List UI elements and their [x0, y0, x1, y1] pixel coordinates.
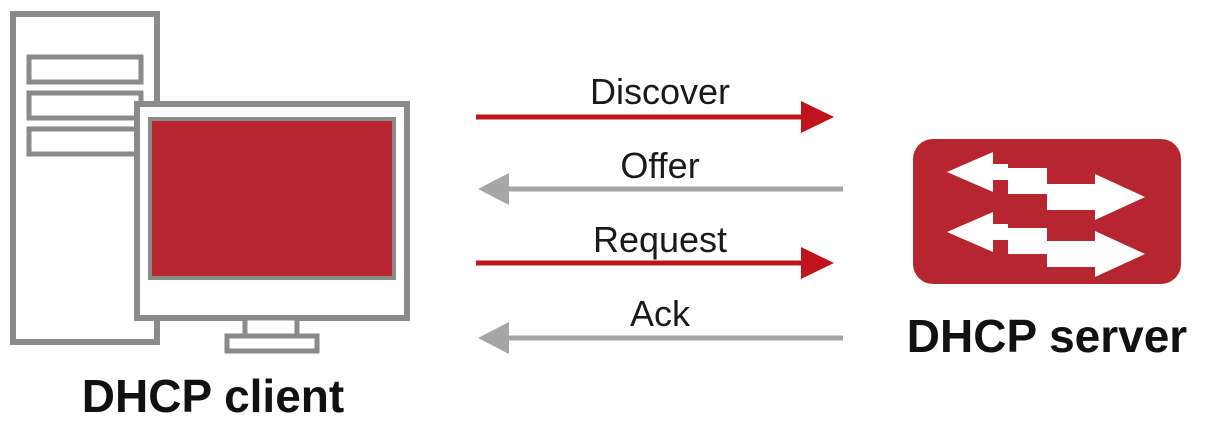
message-label: Request [593, 219, 727, 260]
server-label: DHCP server [907, 310, 1188, 362]
tower-drive-bay-1 [26, 54, 144, 85]
message-arrowhead [478, 322, 509, 354]
switch-bar-bottom [1008, 228, 1047, 254]
message-label: Discover [590, 71, 730, 112]
monitor-base [224, 333, 320, 354]
switch-arrows-icon [913, 139, 1181, 284]
switch-arrow-left-bottom [947, 212, 1008, 252]
message-ack: Ack [478, 293, 843, 354]
switch-arrow-right-bottom [1047, 231, 1145, 277]
client-label: DHCP client [82, 370, 344, 422]
tower-drive-bay-2 [26, 90, 144, 121]
message-arrowhead [801, 101, 834, 133]
message-label: Offer [620, 145, 699, 186]
computer-tower-monitor-icon [10, 11, 410, 354]
switch-bar-top [1008, 168, 1047, 194]
message-label: Ack [630, 293, 691, 334]
message-arrowhead [801, 247, 834, 279]
monitor-screen [148, 117, 396, 280]
message-request: Request [476, 219, 834, 279]
message-discover: Discover [476, 71, 834, 133]
message-offer: Offer [478, 145, 843, 205]
switch-arrow-left-top [947, 152, 1008, 192]
switch-arrow-right-top [1047, 174, 1145, 220]
message-arrowhead [478, 173, 509, 205]
tower-drive-bay-3 [26, 126, 144, 157]
